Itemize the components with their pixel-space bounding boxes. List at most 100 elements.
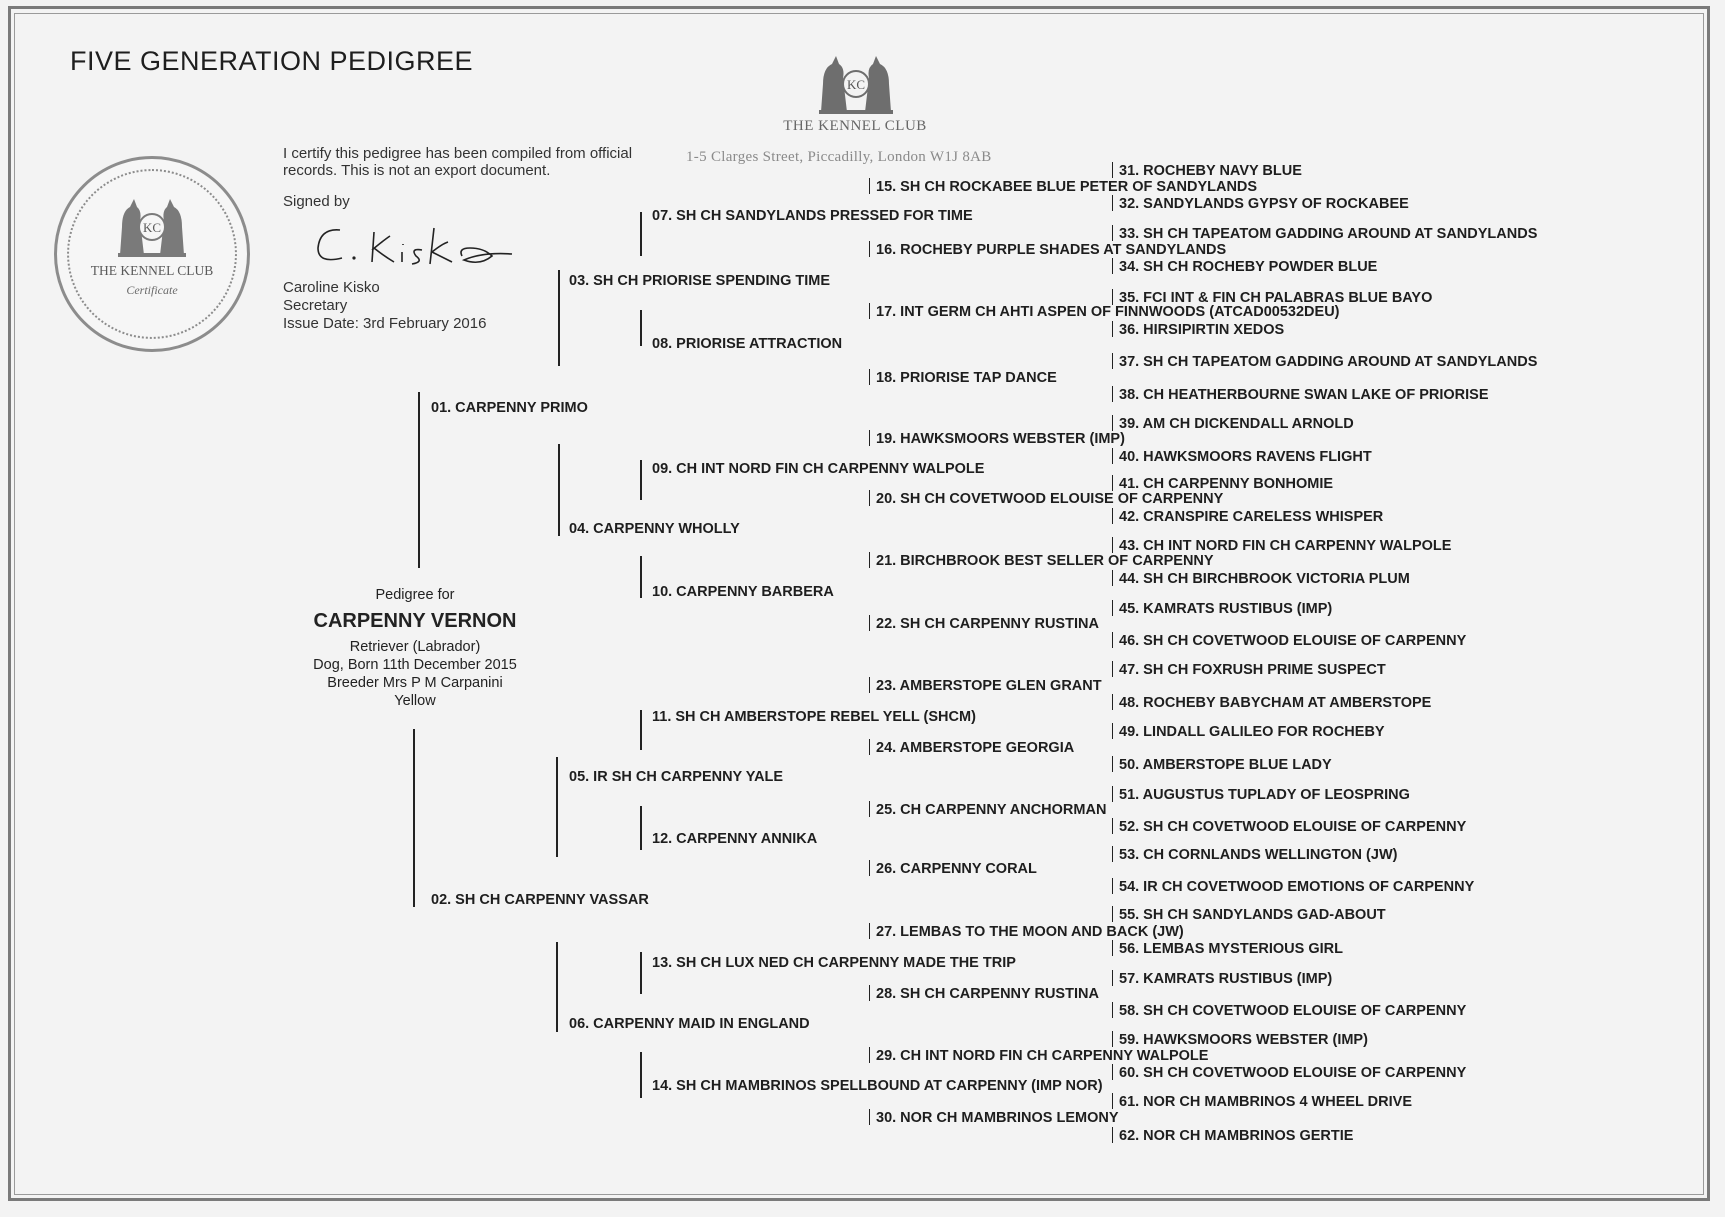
- ancestor-gen5: 37. SH CH TAPEATOM GADDING AROUND AT SAN…: [1112, 353, 1537, 371]
- ancestor-gen5: 49. LINDALL GALILEO FOR ROCHEBY: [1112, 723, 1385, 741]
- kennel-club-logo-icon: KC: [819, 56, 893, 114]
- bracket-gen3-13: [640, 952, 642, 994]
- ancestor-gen3: 13. SH CH LUX NED CH CARPENNY MADE THE T…: [652, 955, 1016, 971]
- pedigree-for-label: Pedigree for: [375, 587, 455, 603]
- ancestor-gen5: 61. NOR CH MAMBRINOS 4 WHEEL DRIVE: [1112, 1093, 1412, 1111]
- ancestor-gen4: 28. SH CH CARPENNY RUSTINA: [869, 985, 1099, 1003]
- ancestor-gen4: 19. HAWKSMOORS WEBSTER (IMP): [869, 430, 1125, 448]
- ancestor-gen3: 10. CARPENNY BARBERA: [652, 584, 834, 600]
- ancestor-gen4: 16. ROCHEBY PURPLE SHADES AT SANDYLANDS: [869, 241, 1226, 259]
- club-name: THE KENNEL CLUB: [783, 118, 927, 134]
- ancestor-gen5: 56. LEMBAS MYSTERIOUS GIRL: [1112, 940, 1343, 958]
- signature-graphic: [317, 227, 513, 265]
- svg-text:KC: KC: [143, 220, 161, 235]
- ancestor-gen5: 43. CH INT NORD FIN CH CARPENNY WALPOLE: [1112, 537, 1451, 555]
- subject-breeder: Breeder Mrs P M Carpanini: [327, 675, 503, 691]
- signer-name: Caroline Kisko: [283, 279, 380, 296]
- ancestor-gen5: 45. KAMRATS RUSTIBUS (IMP): [1112, 600, 1332, 618]
- ancestor-gen5: 62. NOR CH MAMBRINOS GERTIE: [1112, 1127, 1353, 1145]
- bracket-gen2-03: [558, 270, 560, 366]
- bracket-gen3-11: [640, 710, 642, 750]
- ancestor-gen5: 57. KAMRATS RUSTIBUS (IMP): [1112, 970, 1332, 988]
- bracket-gen1-sire: [418, 392, 420, 568]
- ancestor-gen5: 42. CRANSPIRE CARELESS WHISPER: [1112, 508, 1383, 526]
- page-border-inner: [14, 13, 1704, 1195]
- ancestor-gen5: 58. SH CH COVETWOOD ELOUISE OF CARPENNY: [1112, 1002, 1466, 1020]
- signer-block: Caroline Kisko Secretary Issue Date: 3rd…: [283, 279, 486, 333]
- seal-dotted-ring: [67, 169, 237, 339]
- ancestor-gen4: 15. SH CH ROCKABEE BLUE PETER OF SANDYLA…: [869, 178, 1257, 196]
- ancestor-gen5: 31. ROCHEBY NAVY BLUE: [1112, 162, 1302, 180]
- ancestor-gen5: 59. HAWKSMOORS WEBSTER (IMP): [1112, 1031, 1368, 1049]
- ancestor-gen5: 54. IR CH COVETWOOD EMOTIONS OF CARPENNY: [1112, 878, 1474, 896]
- ancestor-gen5: 60. SH CH COVETWOOD ELOUISE OF CARPENNY: [1112, 1064, 1466, 1082]
- ancestor-gen3: 07. SH CH SANDYLANDS PRESSED FOR TIME: [652, 208, 973, 224]
- ancestor-gen2: 05. IR SH CH CARPENNY YALE: [569, 769, 784, 785]
- ancestor-gen2: 06. CARPENNY MAID IN ENGLAND: [569, 1016, 810, 1032]
- ancestor-gen5: 36. HIRSIPIRTIN XEDOS: [1112, 321, 1284, 339]
- ancestor-gen5: 52. SH CH COVETWOOD ELOUISE OF CARPENNY: [1112, 818, 1466, 836]
- ancestor-gen3: 12. CARPENNY ANNIKA: [652, 831, 818, 847]
- ancestor-gen4: 17. INT GERM CH AHTI ASPEN OF FINNWOODS …: [869, 303, 1340, 321]
- subject-details: Pedigree for CARPENNY VERNON Retriever (…: [300, 586, 530, 710]
- ancestor-gen3: 11. SH CH AMBERSTOPE REBEL YELL (SHCM): [652, 709, 976, 725]
- ancestor-gen4: 23. AMBERSTOPE GLEN GRANT: [869, 677, 1102, 695]
- svg-text:KC: KC: [847, 77, 865, 92]
- ancestor-gen4: 26. CARPENNY CORAL: [869, 860, 1037, 878]
- ancestor-gen5: 55. SH CH SANDYLANDS GAD-ABOUT: [1112, 906, 1386, 924]
- ancestor-gen5: 47. SH CH FOXRUSH PRIME SUSPECT: [1112, 661, 1386, 679]
- ancestor-gen5: 53. CH CORNLANDS WELLINGTON (JW): [1112, 846, 1397, 864]
- bracket-gen3-07: [640, 212, 642, 256]
- club-address: 1-5 Clarges Street, Piccadilly, London W…: [686, 149, 992, 165]
- ancestor-gen1: 01. CARPENNY PRIMO: [431, 400, 588, 416]
- ancestor-gen5: 44. SH CH BIRCHBROOK VICTORIA PLUM: [1112, 570, 1410, 588]
- seal-name: THE KENNEL CLUB: [90, 263, 214, 278]
- ancestor-gen5: 34. SH CH ROCHEBY POWDER BLUE: [1112, 258, 1377, 276]
- bracket-gen3-14: [640, 1052, 642, 1098]
- bracket-gen2-04: [558, 444, 560, 536]
- subject-sex-dob: Dog, Born 11th December 2015: [313, 657, 517, 673]
- subject-breed: Retriever (Labrador): [349, 639, 481, 655]
- ancestor-gen1: 02. SH CH CARPENNY VASSAR: [431, 892, 649, 908]
- ancestor-gen4: 29. CH INT NORD FIN CH CARPENNY WALPOLE: [869, 1047, 1208, 1065]
- signer-role: Secretary: [283, 297, 348, 314]
- bracket-gen3-08: [640, 310, 642, 346]
- ancestor-gen4: 20. SH CH COVETWOOD ELOUISE OF CARPENNY: [869, 490, 1223, 508]
- page-border-outer: [8, 6, 1710, 1201]
- bracket-gen3-12: [640, 806, 642, 850]
- document-title: FIVE GENERATION PEDIGREE: [70, 46, 474, 76]
- ancestor-gen4: 21. BIRCHBROOK BEST SELLER OF CARPENNY: [869, 552, 1214, 570]
- certification-statement: I certify this pedigree has been compile…: [283, 145, 633, 179]
- ancestor-gen4: 24. AMBERSTOPE GEORGIA: [869, 739, 1074, 757]
- ancestor-gen4: 22. SH CH CARPENNY RUSTINA: [869, 615, 1099, 633]
- ancestor-gen3: 08. PRIORISE ATTRACTION: [652, 336, 843, 352]
- ancestor-gen5: 39. AM CH DICKENDALL ARNOLD: [1112, 415, 1354, 433]
- ancestor-gen3: 14. SH CH MAMBRINOS SPELLBOUND AT CARPEN…: [652, 1078, 1103, 1094]
- subject-name: CARPENNY VERNON: [313, 610, 517, 632]
- bracket-gen2-05: [556, 757, 558, 857]
- ancestor-gen5: 38. CH HEATHERBOURNE SWAN LAKE OF PRIORI…: [1112, 386, 1489, 404]
- ancestor-gen5: 48. ROCHEBY BABYCHAM AT AMBERSTOPE: [1112, 694, 1431, 712]
- ancestor-gen4: 30. NOR CH MAMBRINOS LEMONY: [869, 1109, 1119, 1127]
- signed-by-label: Signed by: [283, 193, 350, 210]
- ancestor-gen4: 25. CH CARPENNY ANCHORMAN: [869, 801, 1106, 819]
- ancestor-gen5: 32. SANDYLANDS GYPSY OF ROCKABEE: [1112, 195, 1409, 213]
- ancestor-gen4: 27. LEMBAS TO THE MOON AND BACK (JW): [869, 923, 1184, 941]
- ancestor-gen2: 03. SH CH PRIORISE SPENDING TIME: [569, 273, 831, 289]
- ancestor-gen2: 04. CARPENNY WHOLLY: [569, 521, 740, 537]
- seal-subtitle: Certificate: [126, 283, 178, 297]
- ancestor-gen5: 41. CH CARPENNY BONHOMIE: [1112, 475, 1333, 493]
- subject-colour: Yellow: [394, 693, 436, 709]
- ancestor-gen4: 18. PRIORISE TAP DANCE: [869, 369, 1057, 387]
- ancestor-gen5: 50. AMBERSTOPE BLUE LADY: [1112, 756, 1332, 774]
- issue-date: Issue Date: 3rd February 2016: [283, 315, 487, 332]
- seal-dogs-logo-icon: KC: [118, 199, 186, 257]
- bracket-gen2-06: [556, 942, 558, 1032]
- ancestor-gen5: 46. SH CH COVETWOOD ELOUISE OF CARPENNY: [1112, 632, 1466, 650]
- bracket-gen3-09: [640, 460, 642, 500]
- bracket-gen3-10: [640, 556, 642, 598]
- ancestor-gen5: 35. FCI INT & FIN CH PALABRAS BLUE BAYO: [1112, 289, 1432, 307]
- ancestor-gen5: 40. HAWKSMOORS RAVENS FLIGHT: [1112, 448, 1372, 466]
- bracket-gen1-dam: [413, 729, 415, 907]
- ancestor-gen5: 51. AUGUSTUS TUPLADY OF LEOSPRING: [1112, 786, 1410, 804]
